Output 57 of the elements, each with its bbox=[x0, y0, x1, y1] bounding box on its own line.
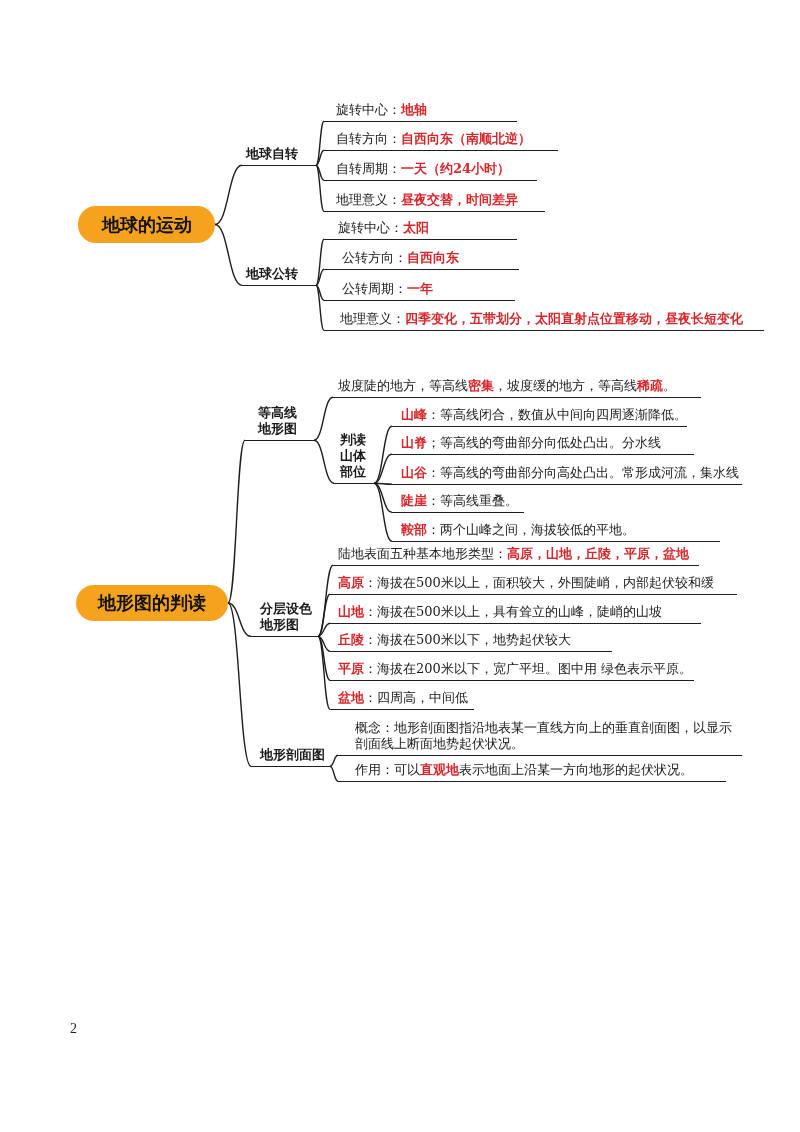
branch-line bbox=[214, 223, 243, 286]
detail-text: 鞍部：两个山峰之间，海拔较低的平地。 bbox=[392, 522, 720, 542]
detail-text: 坡度陡的地方，等高线密集，坡度缓的地方，等高线稀疏。 bbox=[333, 378, 701, 398]
detail-text: 山峰：等高线闭合，数值从中间向四周逐渐降低。 bbox=[392, 407, 687, 427]
detail-text: 公转周期：一年 bbox=[324, 281, 515, 301]
detail-text: 自转方向：自西向东（南顺北逆） bbox=[324, 131, 558, 151]
branch-line bbox=[317, 635, 331, 710]
branch-line bbox=[329, 754, 339, 767]
detail-text: 公转方向：自西向东 bbox=[324, 250, 519, 270]
detail-text: 陆地表面五种基本地形类型：高原，山地，丘陵，平原，盆地 bbox=[333, 546, 699, 566]
detail-text: 自转周期：一天（约24小时） bbox=[324, 161, 537, 181]
branch-line bbox=[317, 635, 331, 652]
branch-line bbox=[317, 622, 331, 637]
branch-line bbox=[373, 482, 393, 542]
detail-text: 作用：可以直观地表示地面上沿某一方向地形的起伏状况。 bbox=[338, 762, 726, 782]
branch-line bbox=[315, 149, 325, 166]
detail-text: 山脊；等高线的弯曲部分向低处凸出。分水线 bbox=[392, 435, 694, 455]
detail-text: 概念：地形剖面图指沿地表某一直线方向上的垂直剖面图，以显示剖面线上断面地势起伏状况。 bbox=[338, 720, 742, 756]
subtopic-label: 判读山体部位 bbox=[334, 432, 374, 484]
branch-line bbox=[227, 602, 252, 767]
detail-text: 旋转中心：太阳 bbox=[324, 220, 517, 240]
branch-line bbox=[214, 164, 243, 226]
page-number: 2 bbox=[70, 1021, 77, 1037]
branch-line bbox=[373, 482, 393, 513]
topic-pill: 地形图的判读 bbox=[76, 585, 228, 621]
branch-line bbox=[315, 120, 325, 166]
detail-text: 丘陵：海拔在500米以下，地势起伏较大 bbox=[330, 632, 612, 652]
detail-text: 平原：海拔在200米以下，宽广平坦。图中用 绿色表示平原。 bbox=[330, 661, 694, 681]
topic-pill: 地球的运动 bbox=[78, 206, 215, 243]
detail-text: 盆地：四周高，中间低 bbox=[330, 690, 474, 710]
branch-line bbox=[227, 439, 246, 604]
branch-line bbox=[315, 284, 325, 301]
branch-line bbox=[313, 439, 335, 484]
branch-line bbox=[315, 238, 325, 286]
branch-line bbox=[373, 425, 393, 484]
detail-text: 陡崖：等高线重叠。 bbox=[392, 493, 524, 513]
branch-line bbox=[317, 593, 331, 637]
branch-line bbox=[315, 164, 325, 212]
detail-text: 地理意义：四季变化，五带划分，太阳直射点位置移动，昼夜长短变化 bbox=[324, 311, 764, 331]
subtopic-label: 地球公转 bbox=[242, 266, 316, 286]
branch-line bbox=[329, 765, 339, 782]
detail-text: 山地：海拔在500米以上，具有耸立的山峰，陡峭的山坡 bbox=[330, 604, 701, 624]
branch-line bbox=[315, 164, 325, 181]
subtopic-label: 地球自转 bbox=[242, 146, 316, 166]
branch-line bbox=[315, 268, 325, 286]
subtopic-label: 等高线地形图 bbox=[245, 405, 314, 441]
subtopic-label: 分层设色地形图 bbox=[251, 601, 318, 637]
branch-line bbox=[313, 396, 334, 441]
branch-line bbox=[317, 635, 331, 681]
detail-text: 山谷：等高线的弯曲部分向高处凸出。常形成河流，集水线 bbox=[392, 465, 742, 485]
subtopic-label: 地形剖面图 bbox=[251, 747, 330, 767]
detail-text: 旋转中心：地轴 bbox=[324, 102, 517, 122]
branch-line bbox=[227, 602, 252, 637]
branch-line bbox=[315, 284, 325, 331]
detail-text: 高原：海拔在500米以上，面积较大，外围陡峭，内部起伏较和缓 bbox=[330, 575, 737, 595]
branch-line bbox=[373, 453, 393, 484]
detail-text: 地理意义：昼夜交替，时间差异 bbox=[324, 192, 545, 212]
